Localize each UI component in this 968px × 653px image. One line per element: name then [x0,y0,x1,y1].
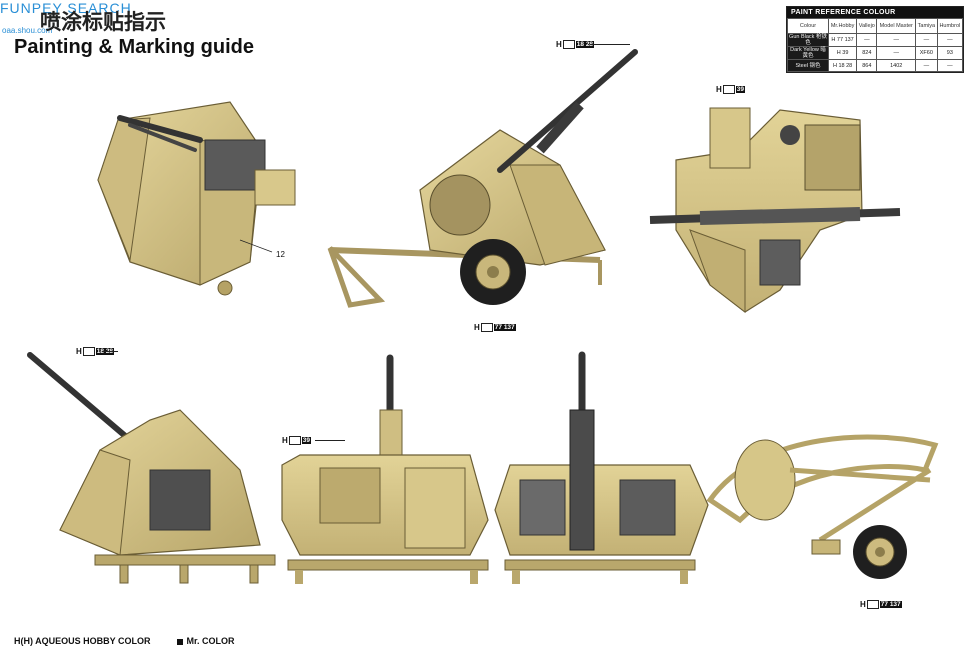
leader-line [102,351,118,352]
legend: H(H) AQUEOUS HOBBY COLOR Mr. COLOR [14,636,235,646]
legend-aqueous: H(H) AQUEOUS HOBBY COLOR [14,636,151,646]
watermark: FUNPEY SEARCH [0,0,132,16]
cell: 1402 [876,59,917,72]
view-trailer [706,434,939,579]
paint-reference-table: PAINT REFERENCE COLOUR Colour Mr.Hobby V… [786,6,964,73]
col-humbrol: Humbrol [936,18,964,34]
col-vallejo: Vallejo [856,18,878,34]
table-row: Dark Yellow 暗黄色 H 39 824 — XF60 93 [787,46,964,60]
legend-mr-color: Mr. COLOR [176,636,235,646]
view-left-side [27,352,276,584]
view-rear [649,107,901,314]
paint-reference-heading: PAINT REFERENCE COLOUR [787,7,963,18]
watermark-url: oaa.shou.com [2,26,53,35]
cell: H 18 28 [827,59,858,72]
table-row: Steel 钢色 H 18 28 864 1402 — — [787,59,964,72]
square-icon [176,638,183,645]
view-front [281,354,489,584]
view-on-trailer [327,49,638,308]
colour-name: Steel 钢色 [787,59,829,72]
cell: 864 [856,59,878,72]
cell: — [936,59,964,72]
colour-name: Gun Black 枪铁色 [787,33,829,47]
table-row: Gun Black 枪铁色 H 77 137 — — — — [787,33,964,47]
col-modelmaster: Model Master [876,18,917,34]
page-title-cn: 喷涂标贴指示 [40,10,166,34]
col-mrhobby: Mr.Hobby [827,18,858,34]
leader-line [315,440,345,441]
colour-name: Dark Yellow 暗黄色 [787,46,829,60]
page-title: Painting & Marking guide [14,36,255,58]
leader-line [590,44,630,45]
view-top-quarter [97,101,296,296]
view-back [494,351,709,584]
col-tamiya: Tamiya [915,18,938,34]
part-number: 12 [276,250,285,259]
